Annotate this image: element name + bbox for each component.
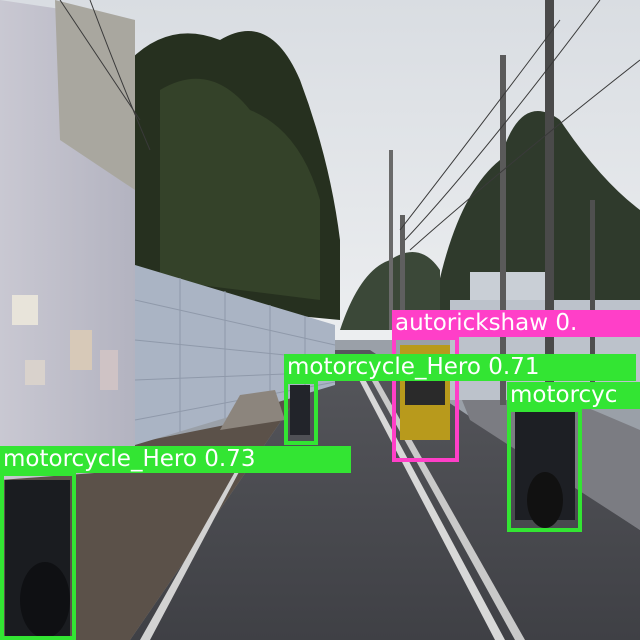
- detection-label-motorcycle-hero-071: motorcycle_Hero 0.71: [284, 354, 636, 381]
- detection-label-autorickshaw: autorickshaw 0.: [392, 310, 640, 337]
- detection-box-motorcycle-right: [507, 408, 582, 532]
- detection-box-motorcycle-hero-071: [284, 380, 318, 445]
- detection-label-motorcycle-hero-073: motorcycle_Hero 0.73: [0, 446, 351, 473]
- detection-box-autorickshaw: [392, 336, 459, 462]
- detection-label-motorcycle-right: motorcyc: [507, 382, 640, 409]
- detection-box-motorcycle-hero-073: [0, 472, 76, 640]
